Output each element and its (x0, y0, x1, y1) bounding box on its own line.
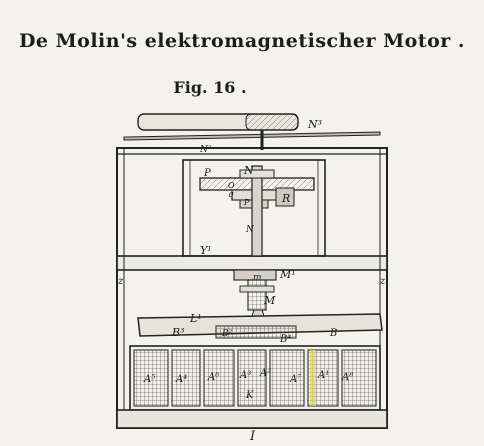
label-b-small: B (329, 328, 337, 339)
label-a1: A¹ (317, 370, 329, 381)
base-plate (116, 409, 388, 429)
label-b4: B⁴ (279, 334, 291, 345)
label-n-shaft: N (245, 225, 255, 235)
label-i: I (249, 429, 256, 444)
label-a6: A⁶ (207, 372, 219, 383)
diagram-title: De Molin's elektromagnetischer Motor . (18, 30, 466, 52)
label-b2: B² (221, 329, 233, 339)
label-p: P (203, 168, 211, 179)
label-z-right: z (379, 276, 386, 287)
label-n-top: N (243, 164, 254, 177)
label-o: O (228, 181, 235, 190)
label-a5: A⁵ (143, 374, 155, 385)
label-m1: M¹ (279, 268, 296, 281)
label-m-small: m (253, 273, 262, 283)
figure-label: Fig. 16 . (173, 78, 247, 97)
drive-band (123, 131, 381, 141)
rotor-beam (137, 313, 383, 339)
label-m: M (263, 294, 276, 307)
commutator (233, 269, 277, 323)
label-a2: A² (259, 368, 271, 379)
label-y1: Y¹ (200, 244, 212, 257)
label-a8: A⁸ (341, 372, 353, 383)
vertical-shaft (239, 165, 275, 257)
label-n2: N² (199, 145, 212, 155)
label-k: K (245, 390, 254, 401)
label-r: R (281, 192, 290, 205)
label-b3: B³ (171, 326, 185, 339)
label-a7: A⁷ (289, 374, 301, 385)
label-q: q (228, 190, 234, 200)
label-p-small: P (243, 198, 250, 207)
label-l1: L¹ (189, 312, 202, 325)
label-a4: A⁴ (175, 374, 187, 385)
label-n3: N³ (307, 118, 322, 131)
label-a3: A³ (239, 370, 251, 381)
top-pulley (137, 113, 299, 131)
electromagnet-row (129, 345, 381, 411)
label-z-left: z (117, 276, 124, 287)
